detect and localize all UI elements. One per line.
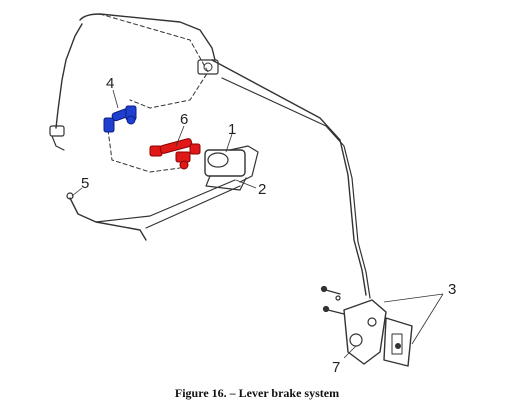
- brake-line-main: [55, 13, 371, 299]
- left-end-fitting: [49, 125, 65, 151]
- callout-7: 7: [332, 359, 340, 376]
- figure-caption: Figure 16. – Lever brake system: [174, 386, 340, 400]
- hydraulic-hose-dashed: [99, 13, 209, 173]
- callout-4: 4: [106, 75, 114, 92]
- red-hose-assembly: [149, 138, 201, 170]
- callout-5: 5: [81, 175, 89, 192]
- caliper-bolts: [320, 285, 345, 315]
- callout-3: 3: [448, 281, 456, 298]
- blue-banjo-fitting: [103, 105, 137, 133]
- callout-6: 6: [180, 111, 188, 128]
- leader-lines: [71, 89, 444, 359]
- callout-1: 1: [228, 121, 236, 138]
- master-cylinder: [204, 145, 259, 191]
- callout-2: 2: [258, 181, 266, 198]
- brake-caliper: [343, 299, 413, 367]
- lever-rod-assembly: [66, 179, 241, 241]
- junction-fitting: [197, 59, 219, 75]
